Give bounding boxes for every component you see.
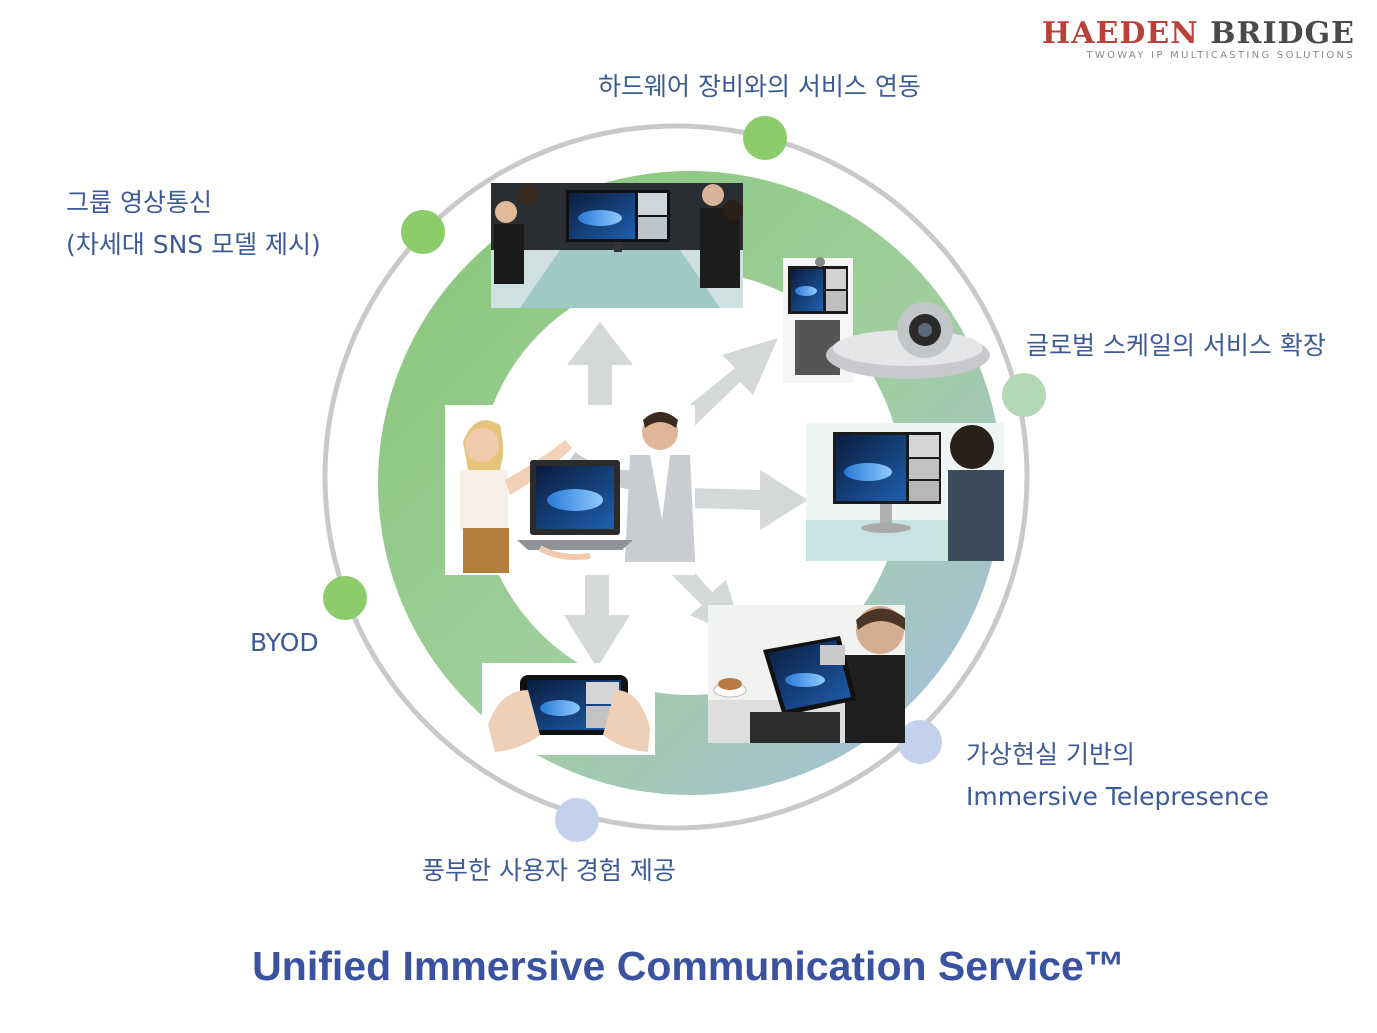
conference-room-icon — [491, 183, 743, 308]
dot-ux — [555, 798, 599, 842]
dot-byod — [323, 576, 367, 620]
smartphone-video-call-icon — [482, 663, 655, 755]
label-user-experience: 풍부한 사용자 경험 제공 — [422, 856, 676, 885]
diagram-title: Unified Immersive Communication Service™ — [252, 943, 1125, 989]
logo-wordmark: HAEDEN BRIDGE — [1042, 18, 1355, 50]
video-conference-camera-icon — [783, 257, 990, 383]
dot-group — [401, 210, 445, 254]
people-holding-laptop-icon — [445, 405, 695, 575]
label-hardware-integration: 하드웨어 장비와의 서비스 연동 — [598, 72, 921, 101]
outer-circle — [322, 123, 1030, 831]
label-vr-line1: 가상현실 기반의 — [966, 740, 1135, 769]
arrow-down — [564, 560, 630, 668]
dot-vr — [898, 720, 942, 764]
label-vr-line2: Immersive Telepresence — [966, 782, 1269, 811]
tablet-video-call-icon — [708, 605, 905, 743]
label-byod: BYOD — [250, 628, 319, 657]
desktop-video-call-icon — [806, 423, 1004, 561]
label-group-video-line1: 그룹 영상통신 — [66, 188, 212, 217]
logo-name-part1: HAEDEN — [1041, 16, 1199, 51]
company-logo: HAEDEN BRIDGE TWOWAY IP MULTICASTING SOL… — [1042, 18, 1355, 62]
label-group-video-line2: (차세대 SNS 모델 제시) — [66, 230, 321, 259]
logo-tagline: TWOWAY IP MULTICASTING SOLUTIONS — [1086, 50, 1355, 61]
arrow-right — [690, 470, 808, 530]
dot-global — [1002, 373, 1046, 417]
arrow-up — [567, 322, 633, 430]
label-global-scale: 글로벌 스케일의 서비스 확장 — [1026, 331, 1326, 360]
logo-name-part2: BRIDGE — [1210, 16, 1355, 51]
dot-hardware — [743, 116, 787, 160]
